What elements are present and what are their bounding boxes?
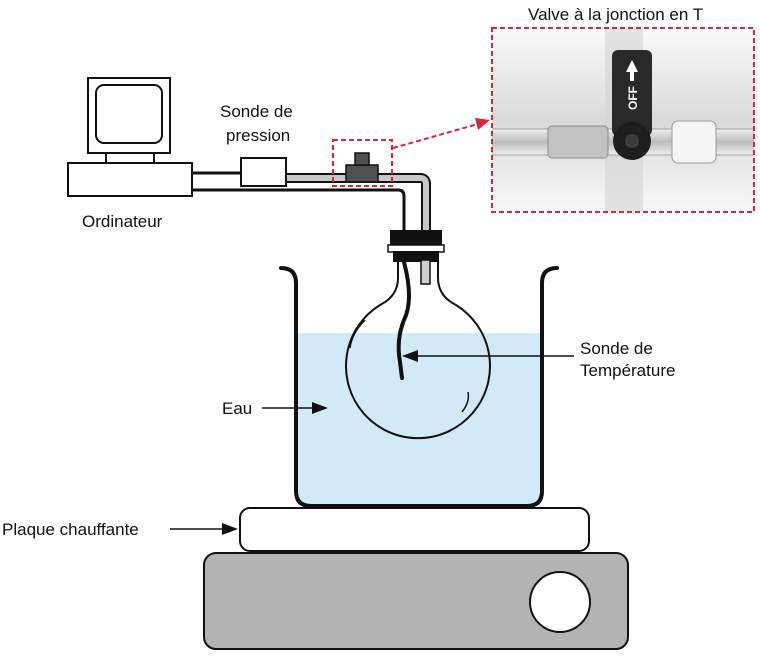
temperature-probe-label-line2: Température [580,361,675,380]
t-junction-valve [345,152,379,183]
valve-off-text: OFF [626,86,640,110]
computer-label: Ordinateur [82,212,163,231]
round-bottom-flask [345,260,491,440]
monitor-stand [105,152,155,164]
computer-case [67,162,193,197]
valve-photo [492,28,754,212]
callout-arrowhead [475,118,490,130]
hotplate-base [203,552,629,650]
beaker-wall [279,266,559,508]
valve-callout-box [491,27,755,213]
pressure-probe [240,157,287,187]
computer-cables [192,171,406,232]
callout-arrow-line [392,123,479,149]
computer [67,77,193,197]
water-bath [279,266,559,508]
flask-body [345,260,491,440]
hotplate-top-plate [239,507,590,552]
water [297,333,541,506]
hotplate-knob [529,571,591,633]
pressure-probe-label-line2: pression [226,126,290,145]
hotplate [203,507,629,650]
pressure-tubing [286,173,431,236]
monitor-screen [95,84,163,144]
valve-title: Valve à la jonction en T [528,5,703,24]
pressure-probe-label-line1: Sonde de [220,102,293,121]
label-arrows [170,350,574,535]
temperature-probe [396,260,411,380]
rubber-stopper [387,230,445,285]
water-label: Eau [222,399,252,418]
hotplate-label: Plaque chauffante [2,520,139,539]
temperature-probe-label-line1: Sonde de [580,339,653,358]
valve-highlight [332,139,393,187]
